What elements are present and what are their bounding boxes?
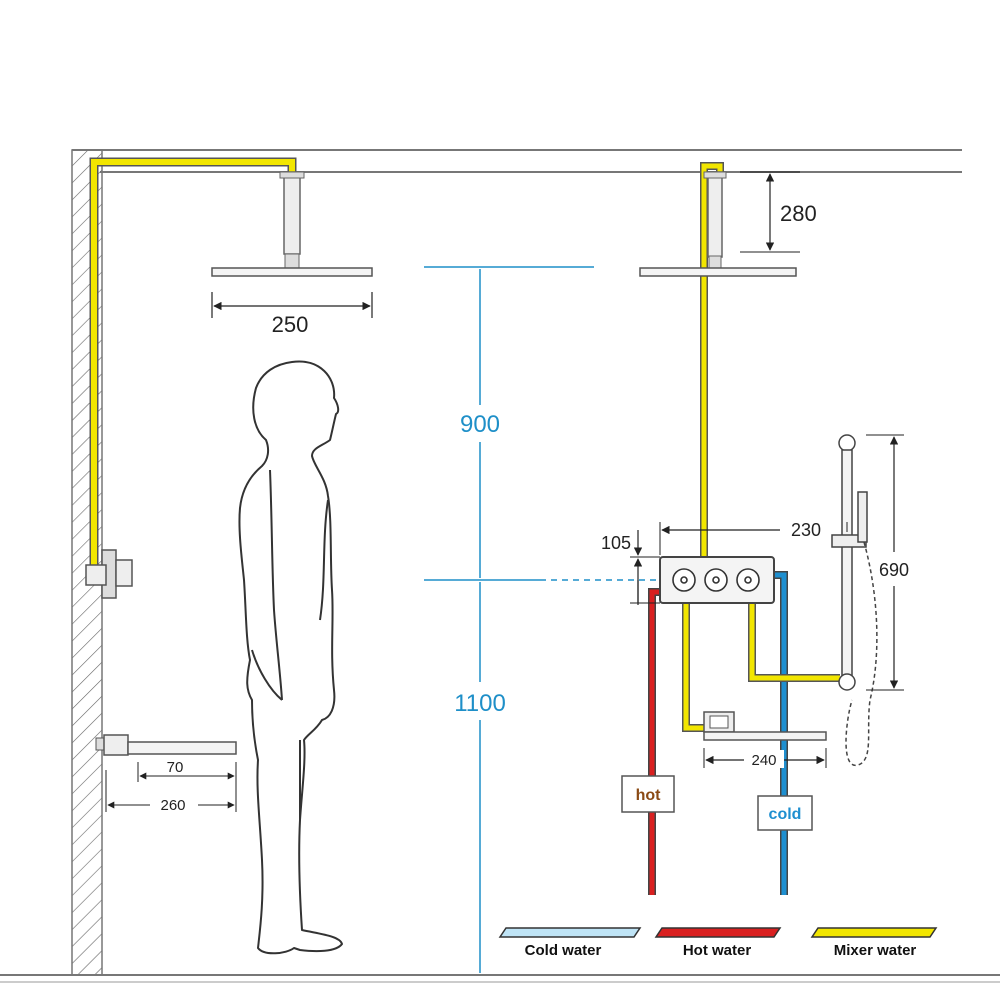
dim-valve-half: 105 bbox=[601, 530, 660, 605]
legend-mixer: Mixer water bbox=[810, 927, 938, 959]
legend-cold: Cold water bbox=[498, 927, 642, 959]
legend-cold-label: Cold water bbox=[525, 942, 602, 959]
shower-head-side bbox=[211, 267, 373, 277]
shower-head-front bbox=[639, 267, 797, 277]
dim-spout-side: 70 260 bbox=[105, 759, 237, 814]
slide-rail bbox=[831, 434, 868, 691]
dim-label-105: 105 bbox=[601, 533, 631, 553]
dim-rail-length: 690 bbox=[866, 434, 909, 691]
hot-water-pipe bbox=[648, 588, 676, 895]
human-figure bbox=[238, 360, 343, 955]
shower-arm-side bbox=[283, 171, 301, 255]
dim-label-260: 260 bbox=[160, 797, 185, 814]
side-view-plumbing bbox=[85, 157, 373, 756]
legend-hot-label: Hot water bbox=[683, 942, 752, 959]
dim-label-70: 70 bbox=[167, 759, 184, 776]
mixer-pipe-to-rail bbox=[748, 602, 840, 682]
cold-tag-label: cold bbox=[769, 806, 802, 823]
dim-label-250: 250 bbox=[272, 312, 309, 337]
dim-label-900: 900 bbox=[460, 411, 500, 438]
legend: Cold water Hot water Mixer water bbox=[498, 927, 938, 959]
height-dimensions: 900 1100 bbox=[424, 266, 660, 973]
hot-tag-label: hot bbox=[636, 787, 662, 804]
mixer-pipe-to-spout bbox=[682, 602, 706, 732]
dim-spout-front: 240 bbox=[703, 748, 827, 769]
dim-label-240: 240 bbox=[751, 752, 776, 769]
hand-shower-hose bbox=[845, 541, 878, 766]
dim-arm-length: 280 bbox=[740, 171, 817, 253]
legend-mixer-label: Mixer water bbox=[834, 942, 917, 959]
dim-label-690: 690 bbox=[879, 560, 909, 580]
legend-hot: Hot water bbox=[654, 927, 782, 959]
front-view-plumbing bbox=[639, 162, 878, 895]
dim-label-280: 280 bbox=[780, 201, 817, 226]
shower-arm-front bbox=[707, 171, 723, 258]
valve-knobs bbox=[672, 568, 760, 592]
cold-tag: cold bbox=[757, 795, 813, 831]
dim-shower-head-width: 250 bbox=[211, 292, 373, 337]
dim-valve-to-rail: 230 bbox=[659, 520, 848, 555]
dim-label-1100: 1100 bbox=[454, 690, 506, 717]
hot-tag: hot bbox=[621, 775, 675, 813]
dim-label-230: 230 bbox=[791, 520, 821, 540]
